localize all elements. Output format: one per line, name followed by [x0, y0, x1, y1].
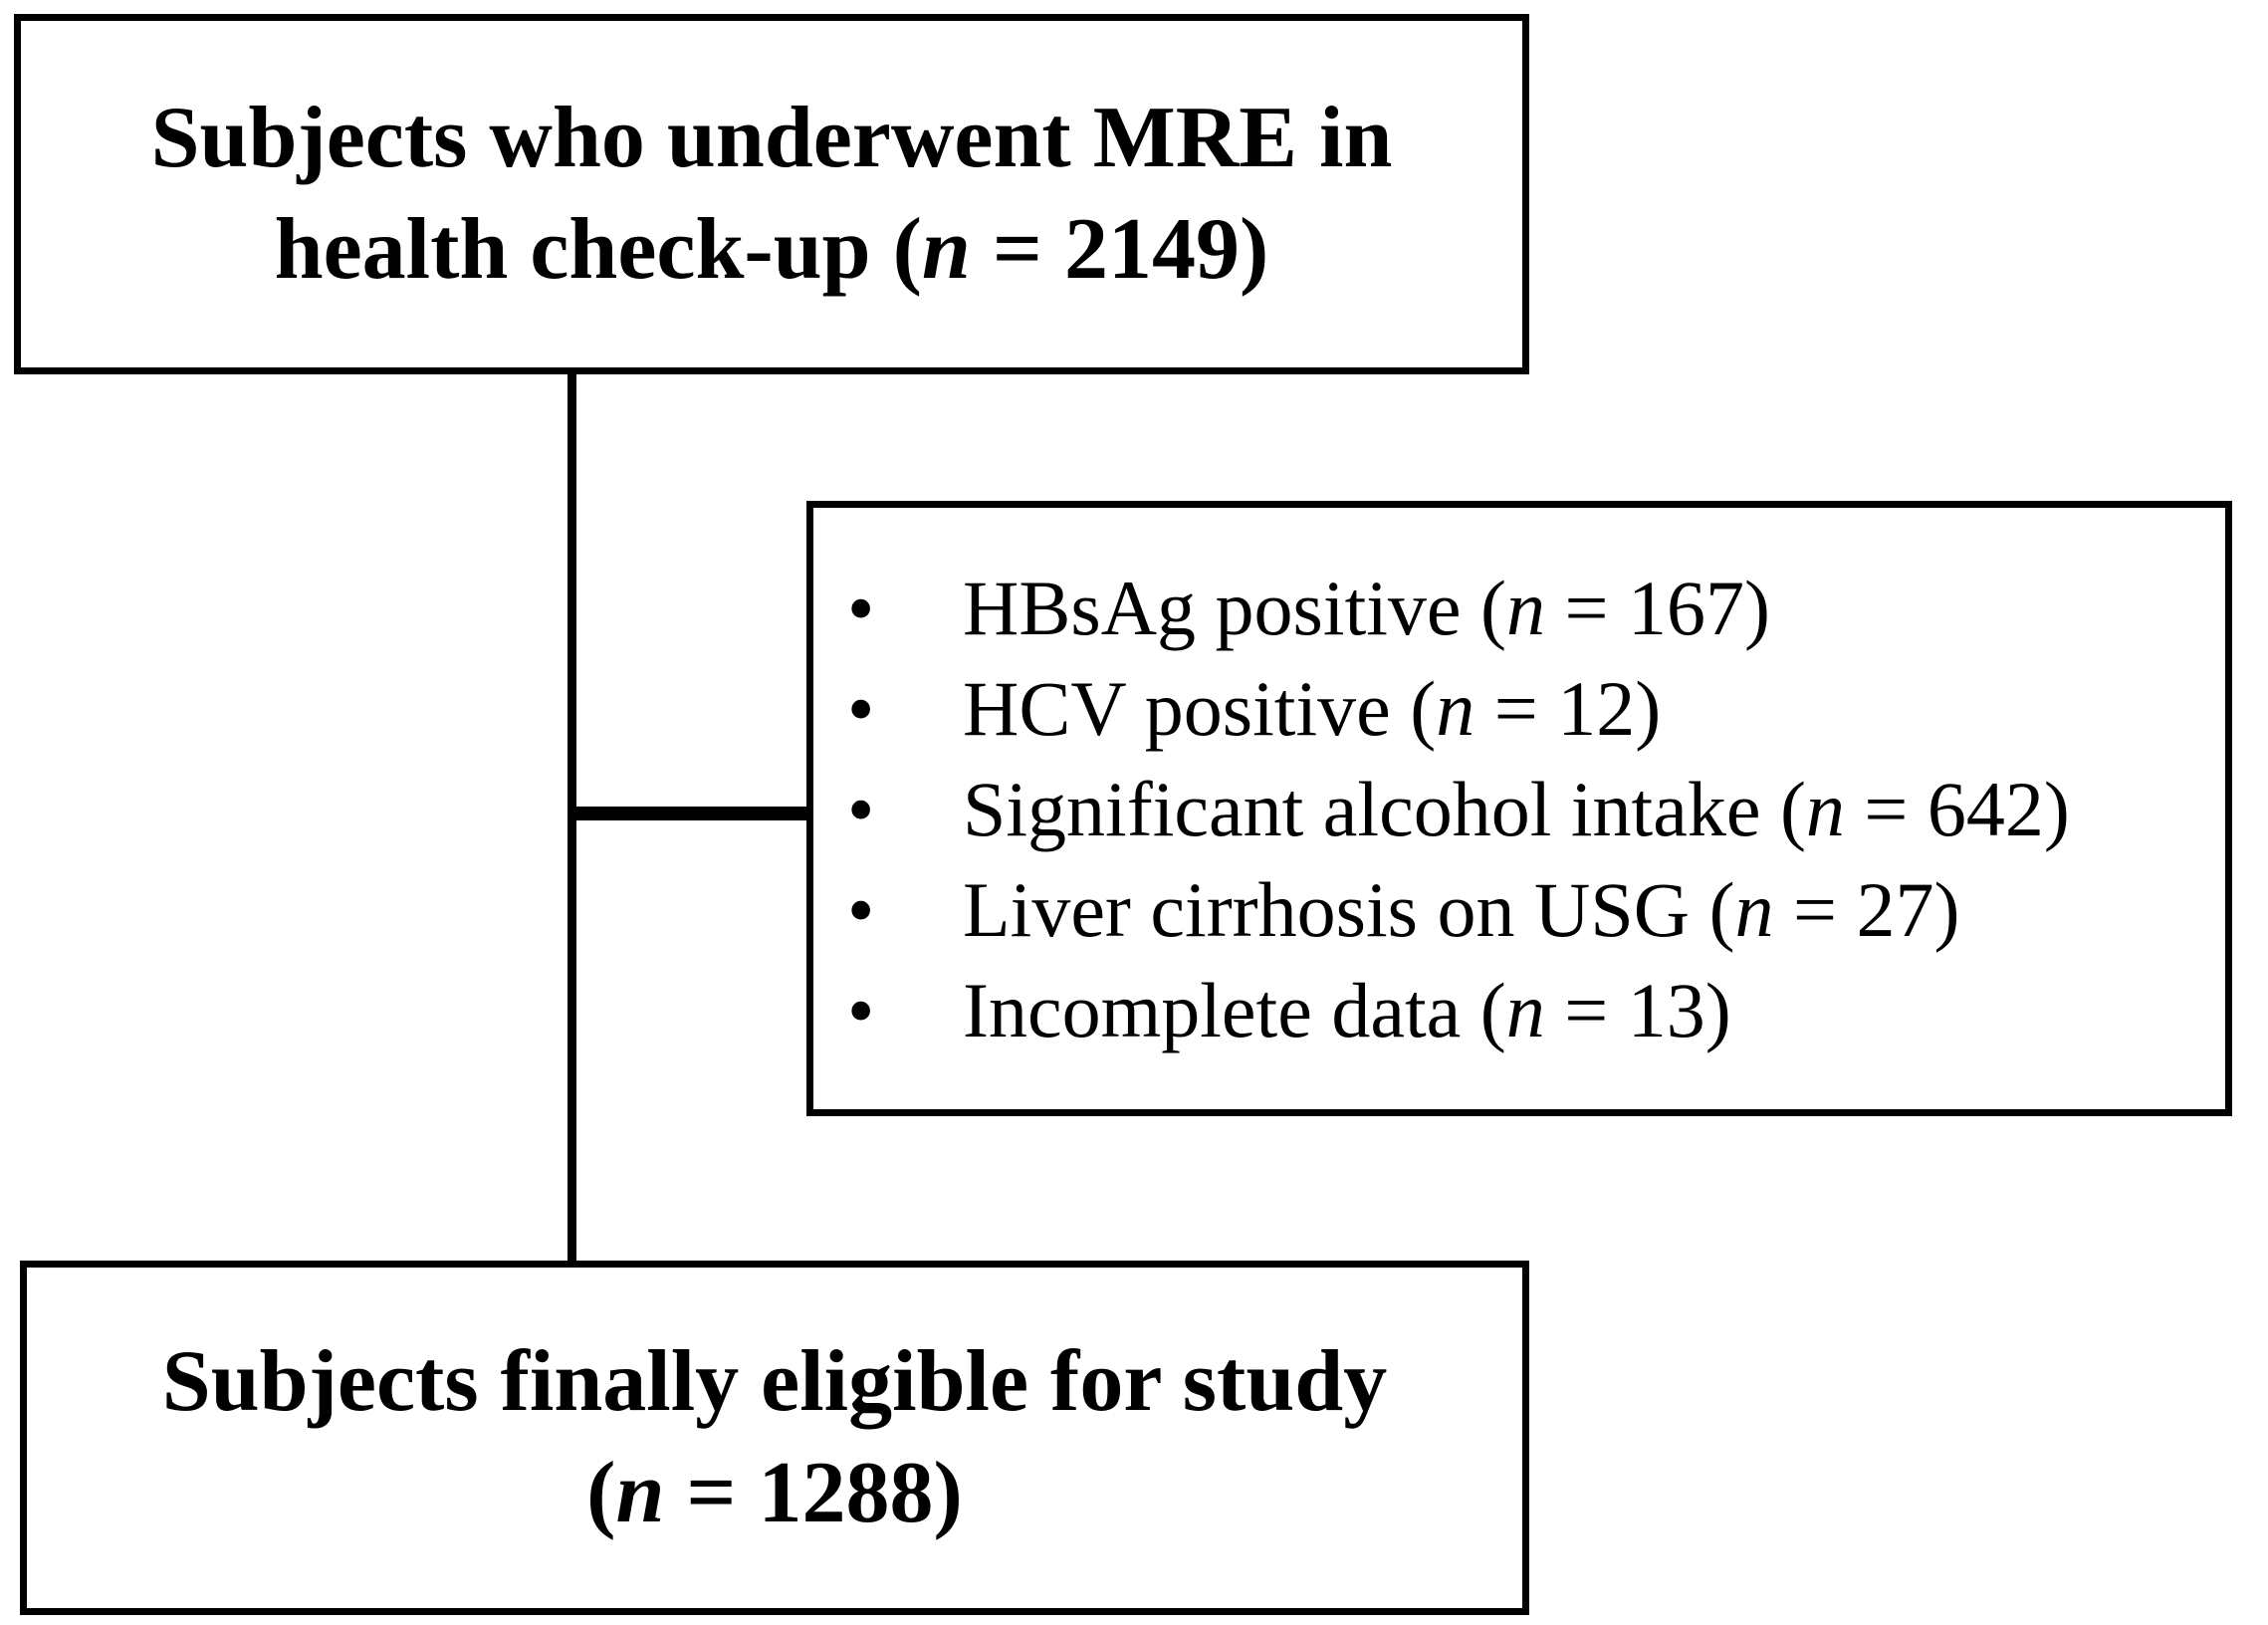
exclusion-item-cirrhosis: •Liver cirrhosis on USG (n = 27) — [813, 859, 2215, 960]
n-variable: n — [1805, 766, 1845, 852]
n-variable: n — [615, 1445, 665, 1541]
final-eligible-line2: (n = 1288) — [586, 1445, 963, 1541]
exclusion-item-alcohol: •Significant alcohol intake (n = 642) — [813, 759, 2215, 859]
n-variable: n — [1436, 665, 1475, 752]
bullet-icon: • — [847, 665, 875, 752]
final-eligible-box: Subjects finally eligible for study (n =… — [20, 1261, 1529, 1615]
n-variable: n — [921, 201, 971, 298]
n-variable: n — [1734, 866, 1774, 953]
bullet-icon: • — [847, 565, 875, 651]
exclusion-item-incomplete-data: •Incomplete data (n = 13) — [813, 960, 2215, 1060]
exclusion-item-hbsag: •HBsAg positive (n = 167) — [813, 558, 2215, 658]
final-eligible-line1: Subjects finally eligible for study — [161, 1333, 1388, 1430]
exclusion-item-hcv: •HCV positive (n = 12) — [813, 658, 2215, 759]
n-variable: n — [1506, 565, 1545, 651]
exclusion-criteria-box: •HBsAg positive (n = 167) •HCV positive … — [806, 501, 2232, 1116]
exclusion-list: •HBsAg positive (n = 167) •HCV positive … — [813, 508, 2225, 1060]
source-population-line2: health check-up (n = 2149) — [274, 201, 1269, 298]
flow-line-horizontal-connector — [567, 807, 814, 820]
bullet-icon: • — [847, 967, 875, 1053]
bullet-icon: • — [847, 766, 875, 852]
n-variable: n — [1505, 967, 1545, 1053]
source-population-line1: Subjects who underwent MRE in — [150, 90, 1393, 186]
source-population-box: Subjects who underwent MRE in health che… — [14, 14, 1529, 374]
bullet-icon: • — [847, 866, 875, 953]
